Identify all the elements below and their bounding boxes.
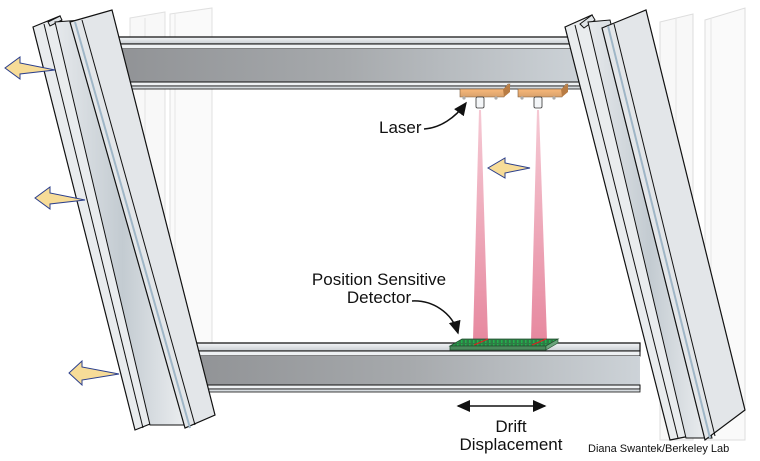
force-arrow-4	[487, 157, 531, 179]
drift-label-line1: Drift	[495, 417, 527, 436]
detector-label-line1: Position Sensitive	[311, 270, 447, 289]
detector-label-line2: Detector	[346, 287, 412, 307]
laser-leader-arrow	[423, 101, 467, 130]
drift-label-line2: Displacement	[459, 434, 563, 454]
laser-beam-2	[531, 110, 547, 340]
upper-beam	[87, 36, 586, 90]
detector-leader-arrow	[411, 300, 461, 335]
detector-label: Position Sensitive Detector	[296, 271, 462, 307]
laser-label: Laser	[379, 118, 422, 137]
image-credit: Diana Swantek/Berkeley Lab	[588, 443, 730, 455]
laser-emitter-1	[459, 83, 511, 109]
laser-beam-1	[473, 110, 488, 340]
force-arrow-3	[68, 359, 120, 387]
left-column	[32, 9, 216, 431]
position-sensitive-detector	[448, 338, 560, 351]
force-arrow-2	[34, 186, 86, 210]
right-column	[564, 9, 746, 442]
drift-displacement-label: Drift Displacement	[455, 418, 567, 454]
lower-beam	[157, 342, 641, 393]
force-arrow-1	[4, 56, 56, 80]
laser-emitter-2	[517, 83, 569, 109]
